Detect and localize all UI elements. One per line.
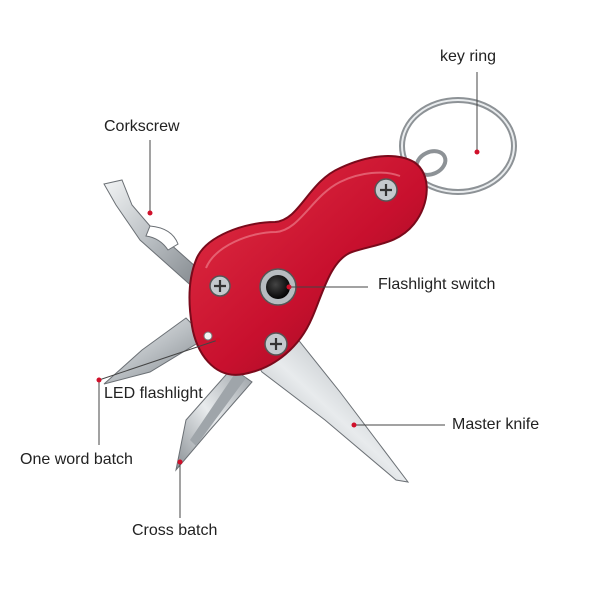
label-flashlight-switch: Flashlight switch xyxy=(378,276,496,293)
marker-led-flashlight xyxy=(215,337,221,343)
label-corkscrew: Corkscrew xyxy=(104,118,180,135)
multitool-body xyxy=(188,155,428,376)
marker-dots xyxy=(96,149,480,465)
master-knife-blade xyxy=(244,331,410,483)
cross-batch-tool xyxy=(175,367,253,472)
marker-one-word-batch xyxy=(96,377,102,383)
marker-cross-batch xyxy=(177,459,183,465)
screw xyxy=(209,275,231,297)
label-key-ring: key ring xyxy=(440,48,497,65)
led-lens xyxy=(203,331,213,341)
flashlight-switch-button xyxy=(259,268,297,306)
marker-corkscrew xyxy=(147,210,153,216)
marker-flashlight-switch xyxy=(286,284,292,290)
label-master-knife: Master knife xyxy=(452,416,540,433)
label-one-word-batch: One word batch xyxy=(20,451,133,468)
marker-key-ring xyxy=(474,149,480,155)
key-ring xyxy=(399,97,517,195)
marker-master-knife xyxy=(351,422,357,428)
screw xyxy=(264,332,288,356)
one-word-batch-tool xyxy=(103,317,207,385)
label-led-flashlight: LED flashlight xyxy=(104,385,203,402)
label-cross-batch: Cross batch xyxy=(132,522,218,539)
corkscrew-tool xyxy=(103,179,206,291)
screw xyxy=(374,178,398,202)
